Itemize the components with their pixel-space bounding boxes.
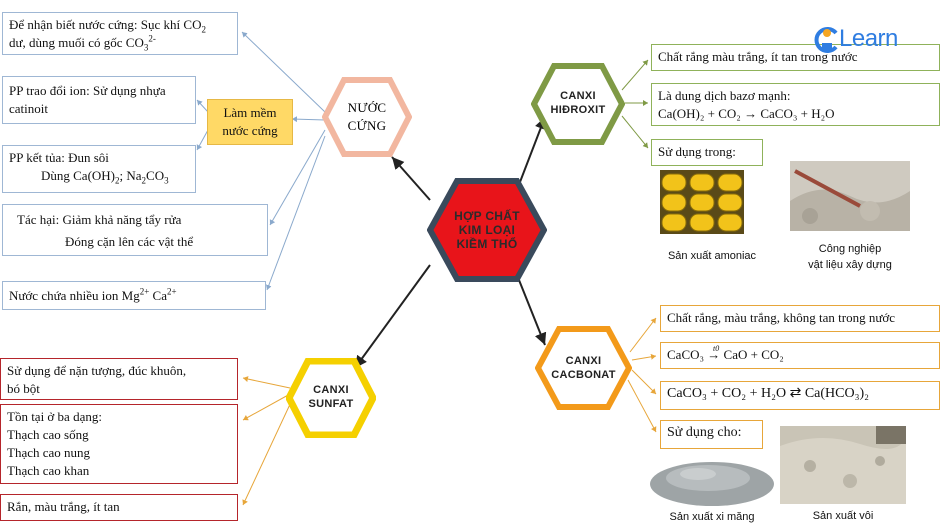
sulfate-use-box: Sử dụng để nặn tượng, đúc khuôn, bó bột	[0, 358, 238, 400]
cement-image	[648, 450, 776, 508]
carbonate-hexagon-shape	[535, 326, 632, 410]
sulfate-title-line2: SUNFAT	[308, 398, 354, 410]
ammonia-caption: Sản xuất amoniac	[667, 250, 757, 262]
center-title-line1: HỢP CHẤT	[454, 209, 520, 223]
hard-water-hexagon: NƯỚC CỨNG	[322, 77, 412, 157]
sulfate-forms-line1: Tồn tại ở ba dạng:	[7, 409, 102, 424]
center-title-line3: KIỀM THỔ	[456, 237, 518, 251]
lime-caption: Sản xuất vôi	[812, 510, 874, 522]
sulfate-title-line1: CANXI	[313, 384, 349, 396]
logo-text: coLearn	[839, 25, 898, 52]
center-title-line2: KIM LOẠI	[458, 223, 516, 237]
cement-caption: Sản xuất xi măng	[669, 511, 755, 523]
center-hexagon-shape	[427, 178, 547, 282]
sulfate-use-line1: Sử dụng để nặn tượng, đúc khuôn,	[7, 363, 187, 378]
ion-exchange-box: PP trao đổi ion: Sử dụng nhựa catinoit	[2, 76, 196, 124]
sulfate-hexagon: CANXI SUNFAT	[286, 358, 376, 438]
hydroxide-prop2-line1: Là dung dịch bazơ mạnh:	[658, 88, 791, 103]
hydroxide-title-line2: HIĐROXIT	[550, 104, 606, 116]
hydroxide-prop1-box: Chất rắng màu trắng, ít tan trong nước	[651, 44, 940, 71]
hydroxide-hexagon-shape	[531, 63, 625, 145]
harm-line2: Đóng cặn lên các vật thể	[65, 234, 194, 249]
center-hexagon: HỢP CHẤT KIM LOẠI KIỀM THỔ	[427, 178, 547, 282]
carbonate-title-line1: CANXI	[565, 355, 602, 367]
hard-water-hexagon-shape	[322, 77, 412, 157]
ions-box: Nước chứa nhiều ion Mg2+ Ca2+	[2, 281, 266, 310]
carbonate-eq2-box: CaCO₃ + CO₂ + H₂O ⇄ Ca(HCO₃)₂	[660, 381, 940, 410]
hard-water-title-line1: NƯỚC	[347, 100, 387, 115]
sulfate-forms-line3: Thạch cao nung	[7, 445, 91, 460]
precipitation-box: PP kết tủa: Đun sôi Dùng Ca(OH)2; Na2CO3	[2, 145, 196, 193]
hydroxide-title-line1: CANXI	[560, 90, 596, 102]
carbonate-prop-box: Chất rắng, màu trắng, không tan trong nư…	[660, 305, 940, 332]
hydroxide-hexagon: CANXI HIĐROXIT	[531, 63, 625, 145]
sulfate-use-line2: bó bột	[7, 381, 40, 396]
ion-exchange-line2: catinoit	[9, 101, 48, 116]
colearn-logo: coLearn	[812, 23, 940, 57]
softening-line2: nước cứng	[222, 123, 278, 138]
carbonate-title-line2: CACBONAT	[551, 369, 616, 381]
lime-image	[780, 426, 906, 504]
carbonate-uses-label: Sử dụng cho:	[660, 420, 763, 449]
carbonate-eq1-condition: t0	[713, 344, 720, 353]
construction-material-image	[790, 161, 910, 231]
carbonate-hexagon: CANXI CACBONAT	[535, 326, 632, 410]
logo-mark-icon	[814, 27, 838, 53]
sulfate-hexagon-shape	[286, 358, 376, 438]
hydroxide-uses-label: Sử dụng trong:	[651, 139, 763, 166]
carbonate-eq1-box: CaCO₃ → CaO + CO₂ t0	[660, 342, 940, 369]
hard-water-title-line2: CỨNG	[347, 118, 387, 133]
softening-note: Làm mềm nước cứng	[207, 99, 293, 145]
ammonia-tanks-image	[660, 170, 744, 234]
sulfate-forms-box: Tồn tại ở ba dạng: Thạch cao sống Thạch …	[0, 404, 238, 484]
sulfate-forms-line2: Thạch cao sống	[7, 427, 89, 442]
sulfate-forms-line4: Thạch cao khan	[7, 463, 90, 478]
ion-exchange-line1: PP trao đổi ion: Sử dụng nhựa	[9, 83, 166, 98]
softening-line1: Làm mềm	[223, 105, 277, 120]
detect-hard-water-box: Để nhận biết nước cứng: Sục khí CO2 dư, …	[2, 12, 238, 55]
sulfate-prop-box: Rắn, màu trắng, ít tan	[0, 494, 238, 521]
construction-caption: Công nghiệp vật liệu xây dựng	[808, 243, 892, 271]
harm-line1: Tác hại: Giảm khả năng tẩy rửa	[17, 212, 182, 227]
hydroxide-prop2-box: Là dung dịch bazơ mạnh: Ca(OH)₂ + CO₂ → …	[651, 83, 940, 126]
harm-box: Tác hại: Giảm khả năng tẩy rửa Đóng cặn …	[2, 204, 268, 256]
precipitation-line1: PP kết tủa: Đun sôi	[9, 150, 109, 165]
hydroxide-equation: Ca(OH)₂ + CO₂ → CaCO₃ + H₂O	[658, 106, 835, 121]
